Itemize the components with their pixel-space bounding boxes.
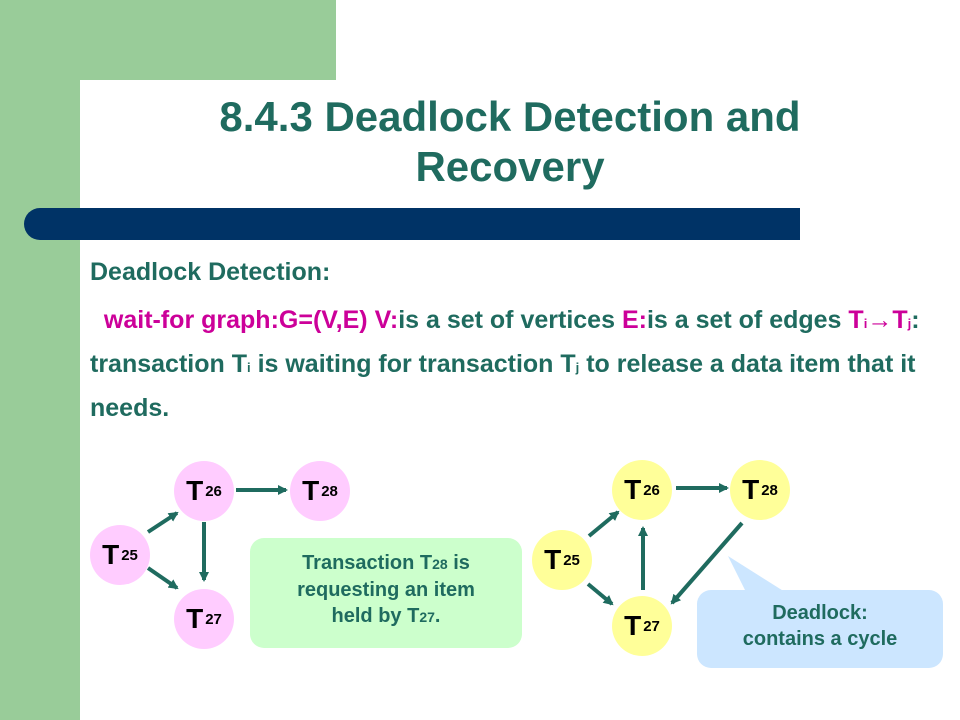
- waiting-text: is waiting for transaction T: [257, 350, 576, 378]
- waiting-sub-j: j: [575, 360, 580, 375]
- left-callout-line2: requesting an item: [297, 579, 475, 601]
- edge-sub-i: i: [863, 316, 868, 331]
- release-text: to release a data item that it needs: [90, 350, 916, 422]
- left-callout-line3: held by T27.: [331, 605, 441, 627]
- e-text: is a set of edges: [646, 306, 842, 334]
- edge-right-t25-t26: [587, 510, 620, 538]
- left-callout: Transaction T28 is requesting an item he…: [250, 538, 522, 648]
- edge-t-i: T: [848, 306, 864, 334]
- definition-paragraph: wait-for graph:G=(V,E) V:is a set of ver…: [90, 300, 960, 428]
- transaction-sub-i: i: [246, 360, 251, 375]
- graph-definition: G=(V,E): [278, 306, 368, 334]
- edge-left-t25-t27: [146, 566, 179, 590]
- v-label: V:: [374, 306, 399, 334]
- wfg-label: wait-for graph:: [103, 306, 279, 334]
- right-callout-line2: contains a cycle: [742, 628, 898, 650]
- slide-title: 8.4.3 Deadlock Detection and Recovery: [219, 93, 801, 190]
- section-heading: Deadlock Detection:: [90, 258, 331, 286]
- edge-notation: Ti→Tj: [848, 306, 911, 334]
- right-callout-line1: Deadlock:: [772, 602, 868, 624]
- period: .: [162, 394, 170, 422]
- edge-right-t25-t27: [586, 582, 614, 606]
- edge-sub-j: j: [907, 316, 912, 331]
- top-accent-block: [80, 0, 336, 80]
- edge-arrow: →T: [867, 306, 908, 334]
- right-callout: Deadlock: contains a cycle: [697, 590, 943, 668]
- left-callout-line1: Transaction T28 is: [302, 552, 470, 574]
- right-callout-tail: [728, 556, 785, 592]
- transaction-text: transaction T: [90, 350, 247, 378]
- title-divider-bar: [24, 208, 800, 240]
- v-text: is a set of vertices: [398, 306, 615, 334]
- edge-colon: :: [911, 306, 920, 334]
- e-label: E:: [621, 306, 647, 334]
- edge-right-t28-t27: [670, 521, 744, 605]
- edge-left-t25-t26: [146, 511, 179, 534]
- left-accent-strip: [0, 0, 80, 720]
